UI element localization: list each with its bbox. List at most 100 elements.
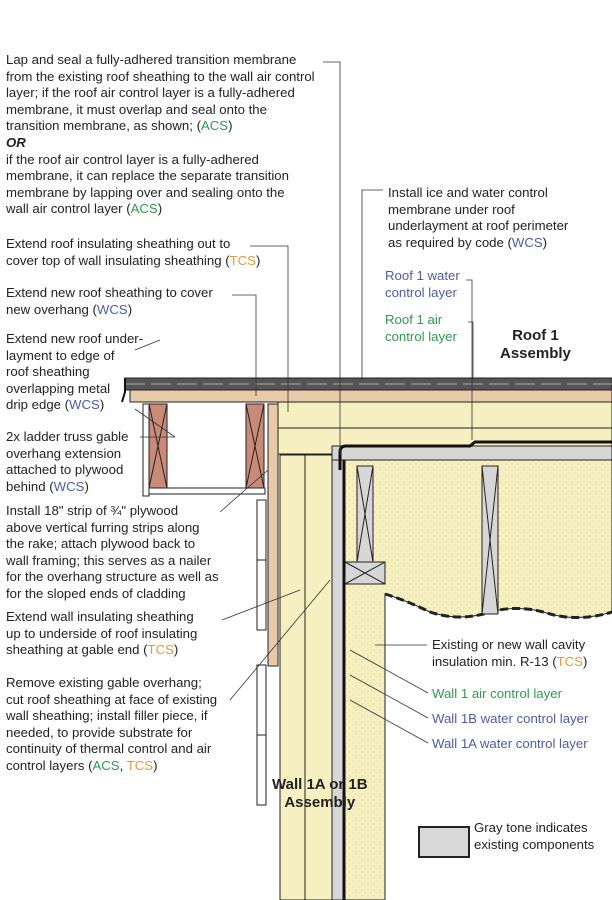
callout-line: existing components bbox=[474, 837, 594, 854]
callout-text: membrane by lapping over and sealing ont… bbox=[6, 184, 285, 200]
callout-text: existing components bbox=[474, 836, 595, 852]
callout-line: Install 18" strip of ¾" plywood bbox=[6, 503, 219, 520]
callout-line: drip edge (WCS) bbox=[6, 397, 143, 414]
callout-text: control layers ( bbox=[6, 757, 93, 773]
callout-text: ) bbox=[99, 397, 105, 413]
callout-text: membrane, it must overlap and seal onto … bbox=[6, 101, 267, 117]
callout-line: membrane, it must overlap and seal onto … bbox=[6, 102, 315, 119]
callout-text: Extend new roof sheathing to cover bbox=[6, 285, 213, 300]
callout-text: for the sloped ends of cladding bbox=[6, 585, 186, 601]
callout-line: Existing or new wall cavity bbox=[432, 637, 587, 654]
callout-line: for the sloped ends of cladding bbox=[6, 586, 219, 603]
callout-text: membrane under roof bbox=[388, 201, 515, 217]
wall-insulating-sheathing bbox=[279, 454, 333, 900]
existing-roof-sheathing bbox=[331, 445, 612, 461]
callout-text: Existing or new wall cavity bbox=[432, 637, 586, 652]
callout-text: Wall 1A or 1B bbox=[272, 776, 368, 793]
callout-line: control layer bbox=[385, 285, 460, 302]
callout-text: wall framing; this serves as a nailer bbox=[6, 552, 212, 568]
callout-line: Gray tone indicates bbox=[474, 820, 594, 837]
control-layer-tag-acs: ACS bbox=[200, 118, 229, 134]
callout-remove-gable-overhang: Remove existing gable overhang;cut roof … bbox=[6, 675, 217, 775]
callout-transition-membrane: Lap and seal a fully-adhered transition … bbox=[6, 52, 315, 218]
callout-line: Assembly bbox=[500, 345, 571, 363]
callout-line: attached to plywood bbox=[6, 462, 128, 479]
callout-line: Wall 1B water control layer bbox=[432, 711, 588, 728]
callout-line: Wall 1A water control layer bbox=[432, 736, 588, 753]
callout-text: Extend new roof under- bbox=[6, 331, 144, 346]
label-wall-1a-water-control: Wall 1A water control layer bbox=[432, 736, 588, 753]
callout-text: transition membrane, as shown; ( bbox=[6, 118, 201, 134]
callout-text: , bbox=[119, 757, 127, 773]
callout-text: attached to plywood bbox=[6, 462, 124, 478]
callout-line: Install ice and water control bbox=[388, 185, 568, 202]
callout-line: continuity of thermal control and air bbox=[6, 741, 217, 758]
callout-line: cut roof sheathing at face of existing bbox=[6, 692, 217, 709]
callout-text: ) bbox=[153, 757, 158, 773]
callout-text: for the overhang structure as well as bbox=[6, 569, 219, 585]
control-layer-tag-wcs: WCS bbox=[511, 234, 543, 250]
label-wall-air-control: Wall 1 air control layer bbox=[432, 686, 562, 703]
callout-text: layment to edge of bbox=[6, 347, 115, 363]
callout-text: Wall 1B water control layer bbox=[432, 711, 589, 726]
drip-edge bbox=[121, 378, 126, 403]
callout-line: needed, to provide substrate for bbox=[6, 725, 217, 742]
callout-line: roof sheathing bbox=[6, 364, 143, 381]
plywood-strip bbox=[267, 403, 279, 667]
callout-line: Wall 1A or 1B bbox=[272, 776, 368, 794]
leader-lines bbox=[134, 61, 474, 744]
callout-line: underlayment at roof perimeter bbox=[388, 218, 568, 235]
callout-text: control layer bbox=[385, 328, 457, 344]
callout-text: insulation min. R-13 ( bbox=[432, 653, 557, 669]
callout-text: new overhang ( bbox=[6, 301, 97, 317]
callout-text: wall air control layer ( bbox=[6, 201, 131, 217]
callout-text: wall sheathing; install filler piece, if bbox=[6, 708, 208, 724]
callout-text: Remove existing gable overhang; bbox=[6, 675, 202, 690]
callout-line: layment to edge of bbox=[6, 348, 143, 365]
callout-line: Remove existing gable overhang; bbox=[6, 675, 217, 692]
callout-line: 2x ladder truss gable bbox=[6, 429, 128, 446]
callout-text: cut roof sheathing at face of existing bbox=[6, 691, 218, 707]
callout-text: Roof 1 water bbox=[385, 268, 460, 283]
callout-text: ) bbox=[228, 118, 233, 134]
callout-line: the rake; attach plywood back to bbox=[6, 536, 219, 553]
callout-line: as required by code (WCS) bbox=[388, 235, 568, 252]
callout-text: cover top of wall insulating sheathing ( bbox=[6, 252, 230, 268]
callout-text: Extend wall insulating sheathing bbox=[6, 609, 194, 624]
callout-line: OR bbox=[6, 135, 315, 152]
label-roof-water-control: Roof 1 water control layer bbox=[385, 268, 460, 301]
callout-text: ) bbox=[255, 252, 261, 268]
callout-line: membrane under roof bbox=[388, 202, 568, 219]
callout-line: Assembly bbox=[272, 794, 368, 812]
callout-line: Roof 1 air bbox=[385, 312, 457, 329]
callout-text: Install 18" strip of ¾" plywood bbox=[6, 503, 179, 518]
callout-line: Roof 1 water bbox=[385, 268, 460, 285]
callout-line: membrane, it can replace the separate tr… bbox=[6, 168, 315, 185]
legend-gray-swatch bbox=[418, 826, 470, 858]
callout-text: OR bbox=[6, 134, 26, 150]
callout-text: Assembly bbox=[284, 794, 356, 811]
callout-text: ) bbox=[84, 478, 89, 494]
callout-line: behind (WCS) bbox=[6, 479, 128, 496]
callout-text: overhang extension bbox=[6, 445, 122, 461]
callout-line: insulation min. R-13 (TCS) bbox=[432, 654, 587, 671]
callout-text: as required by code ( bbox=[388, 234, 512, 250]
callout-line: membrane by lapping over and sealing ont… bbox=[6, 185, 315, 202]
callout-text: ) bbox=[173, 642, 179, 658]
callout-text: Wall 1 air control layer bbox=[432, 686, 562, 701]
callout-text: above vertical furring strips along bbox=[6, 519, 200, 535]
callout-text: Wall 1A water control layer bbox=[432, 736, 588, 751]
callout-line: Extend wall insulating sheathing bbox=[6, 609, 197, 626]
callout-line: wall sheathing; install filler piece, if bbox=[6, 708, 217, 725]
callout-text: overlapping metal bbox=[6, 380, 111, 396]
callout-text: roof sheathing bbox=[6, 364, 90, 380]
callout-text: if the roof air control layer is a fully… bbox=[6, 151, 259, 167]
callout-line: wall framing; this serves as a nailer bbox=[6, 553, 219, 570]
callout-text: needed, to provide substrate for bbox=[6, 724, 193, 740]
